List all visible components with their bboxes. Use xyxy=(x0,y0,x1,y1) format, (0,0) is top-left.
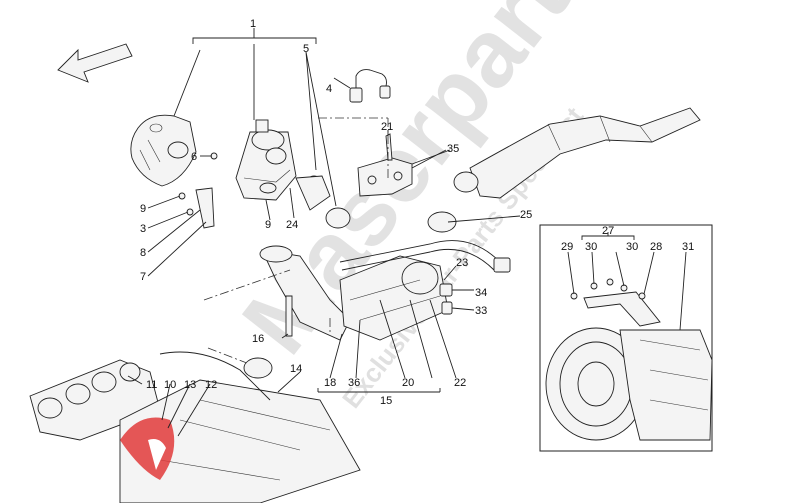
exhaust-pipe-upper xyxy=(453,107,701,199)
callout-labels: 1 4 5 6 9 3 8 7 21 35 25 24 9 16 18 36 2… xyxy=(140,18,694,407)
callout-21: 21 xyxy=(381,121,393,133)
brand-logo-icon xyxy=(120,417,175,480)
callout-33: 33 xyxy=(475,305,487,317)
sensor-34 xyxy=(439,283,453,297)
callout-8: 8 xyxy=(140,247,146,259)
callout-16: 16 xyxy=(252,333,264,345)
engine-block-lower xyxy=(119,357,361,503)
callout-20: 20 xyxy=(402,377,414,389)
gasket-5b xyxy=(325,207,351,229)
callout-3: 3 xyxy=(140,223,146,235)
callout-35: 35 xyxy=(447,143,459,155)
callout-23: 23 xyxy=(456,257,468,269)
callout-9a: 9 xyxy=(140,203,146,215)
callout-18: 18 xyxy=(324,377,336,389)
callout-7: 7 xyxy=(140,271,146,283)
leader-lines xyxy=(127,77,521,437)
heat-shield xyxy=(130,114,197,187)
callout-30b: 30 xyxy=(626,241,638,253)
callout-31: 31 xyxy=(682,241,694,253)
callout-12: 12 xyxy=(205,379,217,391)
group-bracket-1 xyxy=(192,28,317,44)
callout-14: 14 xyxy=(290,363,302,375)
callout-30a: 30 xyxy=(585,241,597,253)
callout-4: 4 xyxy=(326,83,332,95)
catalytic-converter-upper xyxy=(235,119,297,201)
callout-5: 5 xyxy=(303,43,309,55)
callout-28: 28 xyxy=(650,241,662,253)
gasket-5a xyxy=(295,175,331,211)
callout-24: 24 xyxy=(286,219,298,231)
callout-11: 11 xyxy=(146,379,157,391)
callout-13: 13 xyxy=(184,379,196,391)
callout-15: 15 xyxy=(380,395,392,407)
callout-27: 27 xyxy=(602,225,614,237)
callout-29: 29 xyxy=(561,241,573,253)
callout-10: 10 xyxy=(164,379,176,391)
inset-transmission-panel xyxy=(539,224,713,452)
callout-6: 6 xyxy=(191,151,197,163)
pipe-clamp xyxy=(427,211,457,233)
callout-34: 34 xyxy=(475,287,487,299)
callout-9b: 9 xyxy=(265,219,271,231)
callout-36: 36 xyxy=(348,377,360,389)
guide-lines xyxy=(203,117,389,373)
oxygen-sensor xyxy=(349,69,391,103)
catalytic-converter-lower xyxy=(259,245,449,341)
inset-bracket-27 xyxy=(581,232,635,240)
callout-1: 1 xyxy=(250,18,256,30)
sensor-33 xyxy=(441,301,453,315)
callout-25: 25 xyxy=(520,209,532,221)
direction-arrow-icon xyxy=(57,43,133,83)
callout-22: 22 xyxy=(454,377,466,389)
bolt-16 xyxy=(285,295,293,337)
